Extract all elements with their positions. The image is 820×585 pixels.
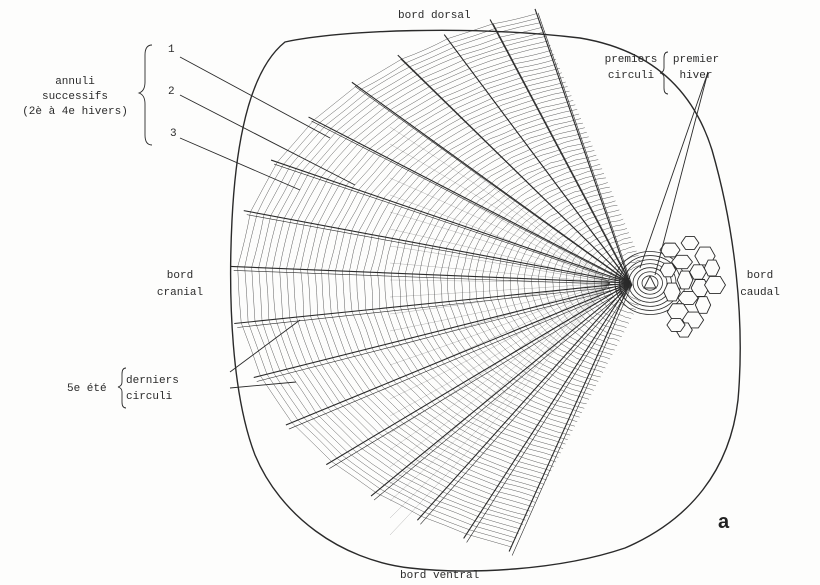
label-bord-caudal-line1: bord bbox=[730, 270, 790, 282]
label-annuli-line1: annuli bbox=[0, 76, 150, 88]
annulus-number-3: 3 bbox=[170, 128, 177, 140]
label-annuli-line2: successifs bbox=[0, 91, 150, 103]
label-premier-hiver-line1: premier bbox=[664, 54, 728, 66]
label-bord-cranial-line2: cranial bbox=[150, 287, 210, 299]
caudal-platelets bbox=[660, 237, 726, 337]
label-bord-cranial-line1: bord bbox=[150, 270, 210, 282]
label-annuli-line3: (2è à 4e hivers) bbox=[0, 106, 150, 118]
label-derniers-circuli-line1: derniers bbox=[126, 375, 179, 387]
label-premier-hiver-line2: hiver bbox=[664, 70, 728, 82]
circuli-fan bbox=[231, 9, 643, 556]
panel-letter: a bbox=[718, 516, 729, 528]
label-derniers-circuli-line2: circuli bbox=[126, 391, 172, 403]
annulus-number-2: 2 bbox=[168, 86, 175, 98]
label-premiers-circuli-line1: premiers bbox=[596, 54, 666, 66]
label-bord-ventral: bord ventral bbox=[400, 570, 479, 582]
label-premiers-circuli-line2: circuli bbox=[596, 70, 666, 82]
annulus-number-1: 1 bbox=[168, 44, 175, 56]
label-bord-caudal-line2: caudal bbox=[730, 287, 790, 299]
label-bord-dorsal: bord dorsal bbox=[398, 10, 471, 22]
label-cinquieme-ete: 5e été bbox=[67, 383, 107, 395]
